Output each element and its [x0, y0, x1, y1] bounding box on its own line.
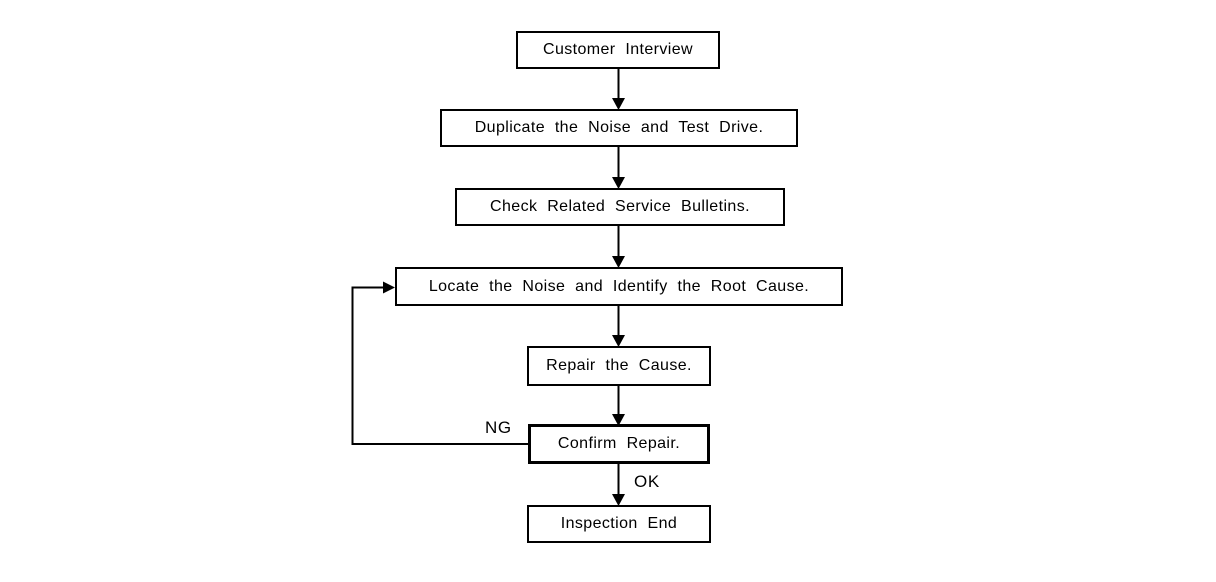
edge-label-ok: OK [634, 472, 660, 491]
flow-step-label: Repair the Cause. [546, 357, 692, 374]
flow-step-label: Confirm Repair. [557, 435, 681, 452]
loop-line-ng [351, 286, 528, 445]
flow-step-check-service-bulletins: Check Related Service Bulletins. [455, 188, 785, 226]
flow-step-customer-interview: Customer Interview [516, 31, 720, 69]
flow-step-label: Locate the Noise and Identify the Root C… [428, 277, 810, 295]
arrowhead-step3 [612, 177, 625, 189]
flow-step-confirm-repair: Confirm Repair. [528, 424, 710, 464]
flow-step-label: Check Related Service Bulletins. [490, 198, 750, 215]
flow-step-repair-cause: Repair the Cause. [527, 346, 711, 386]
arrowhead-loop-ng [383, 281, 395, 294]
arrowhead-step4 [612, 256, 625, 268]
edge-label-ng: NG [485, 418, 512, 437]
flow-step-duplicate-noise-test-drive: Duplicate the Noise and Test Drive. [440, 109, 798, 147]
flow-step-label: Duplicate the Noise and Test Drive. [474, 119, 764, 136]
arrowhead-step7 [612, 494, 625, 506]
arrowhead-step5 [612, 335, 625, 347]
arrowhead-step6 [612, 414, 625, 426]
flow-step-label: Inspection End [560, 515, 678, 532]
flow-step-inspection-end: Inspection End [527, 505, 711, 543]
flow-step-locate-noise-root-cause: Locate the Noise and Identify the Root C… [395, 267, 843, 306]
flow-step-label: Customer Interview [542, 41, 694, 58]
arrowhead-step2 [612, 98, 625, 110]
